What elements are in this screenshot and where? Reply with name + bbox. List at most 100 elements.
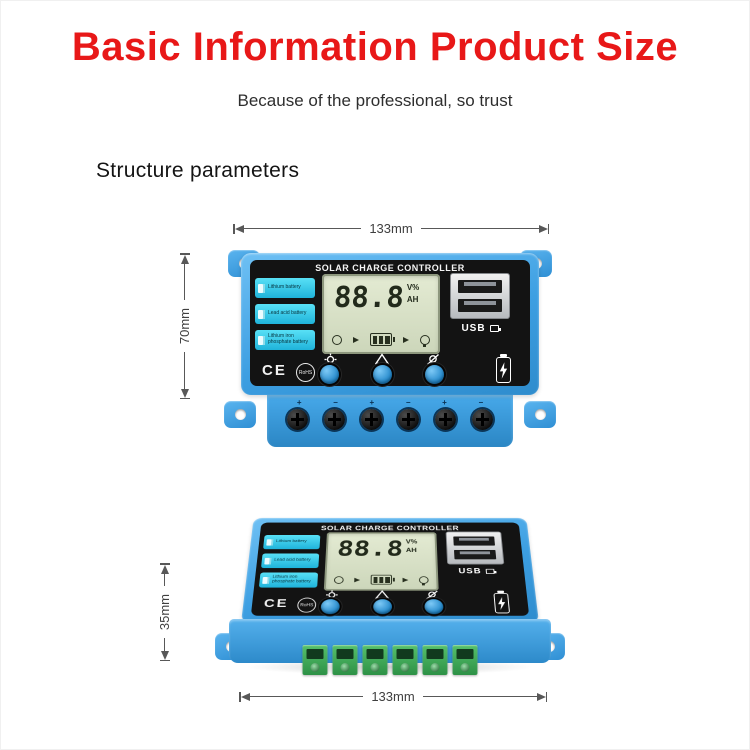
battery-level-icon bbox=[370, 574, 392, 585]
arrow-icon bbox=[354, 577, 361, 582]
terminal-block bbox=[422, 645, 448, 675]
battery-type-label: Lead acid battery bbox=[255, 304, 315, 324]
controller-body: SOLAR CHARGE CONTROLLER Lithium battery … bbox=[241, 253, 539, 395]
light-control-icon bbox=[427, 354, 439, 365]
dimension-line bbox=[249, 696, 364, 697]
section-heading: Structure parameters bbox=[96, 159, 300, 182]
lcd-unit-volts: V% bbox=[405, 538, 418, 545]
light-button bbox=[424, 599, 444, 615]
terminal-screws bbox=[267, 407, 513, 430]
menu-button bbox=[372, 599, 392, 615]
ce-mark: CE bbox=[262, 362, 287, 379]
control-buttons bbox=[320, 599, 444, 615]
dimension-label: 133mm bbox=[371, 689, 415, 704]
lightning-icon bbox=[497, 596, 506, 610]
usb-plug-icon bbox=[485, 568, 495, 575]
dimension-line bbox=[164, 638, 165, 651]
menu-triangle-icon bbox=[374, 353, 389, 365]
mounting-ear bbox=[224, 401, 256, 428]
usb-text: USB bbox=[461, 323, 486, 334]
lamp-icon bbox=[418, 575, 429, 584]
arrow-icon bbox=[402, 577, 409, 582]
terminal-blocks bbox=[302, 645, 478, 675]
terminal-mark: + bbox=[296, 398, 302, 407]
arrow-right-icon bbox=[538, 224, 548, 233]
battery-charge-icon bbox=[493, 593, 511, 614]
device-title: SOLAR CHARGE CONTROLLER bbox=[320, 524, 460, 532]
terminal-screw bbox=[435, 409, 456, 430]
battery-type-text: Lithium battery bbox=[275, 539, 307, 544]
usb-label: USB bbox=[450, 323, 510, 334]
arrow-down-icon bbox=[160, 650, 169, 660]
device-title: SOLAR CHARGE CONTROLLER bbox=[315, 263, 465, 273]
usb-tongue bbox=[459, 551, 491, 555]
terminal-block bbox=[392, 645, 418, 675]
mounting-ear bbox=[524, 401, 556, 428]
front-panel: SOLAR CHARGE CONTROLLER Lithium battery … bbox=[250, 260, 530, 386]
terminal-mark: − bbox=[405, 398, 411, 407]
dimension-line bbox=[422, 696, 537, 697]
lcd-units: V% AH bbox=[407, 283, 419, 304]
battery-type-label: Lithium battery bbox=[263, 535, 321, 550]
screw-hole bbox=[234, 409, 246, 420]
sun-icon bbox=[333, 575, 344, 584]
controller-perspective-view: SOLAR CHARGE CONTROLLER Lithium battery … bbox=[215, 481, 565, 681]
lcd-units: V% AH bbox=[406, 539, 418, 554]
battery-type-label: Lithium iron phosphate battery bbox=[258, 572, 319, 588]
tilted-front-panel: SOLAR CHARGE CONTROLLER Lithium battery … bbox=[241, 517, 539, 623]
lcd-status-icons bbox=[332, 333, 430, 347]
arrow-left-icon bbox=[240, 692, 250, 701]
menu-button bbox=[372, 365, 392, 384]
usb-port bbox=[453, 549, 497, 560]
dimension-tick bbox=[179, 253, 190, 255]
dimension-tick bbox=[545, 691, 548, 702]
rohs-mark: RoHS bbox=[296, 363, 315, 382]
sun-icon bbox=[332, 334, 342, 345]
usb-plug-icon bbox=[489, 325, 501, 332]
dimension-label: 133mm bbox=[369, 221, 413, 236]
controller-body: SOLAR CHARGE CONTROLLER Lithium battery … bbox=[241, 517, 539, 623]
screw-hole bbox=[534, 409, 546, 420]
usb-tongue bbox=[458, 537, 489, 541]
battery-type-text: Lead acid battery bbox=[268, 310, 307, 317]
lcd-unit-amps: AH bbox=[405, 547, 417, 554]
lcd-value: 88.8 bbox=[335, 536, 405, 561]
battery-charge-icon bbox=[496, 354, 511, 383]
terminal-mark: + bbox=[369, 398, 375, 407]
terminal-block bbox=[302, 645, 328, 675]
terminal-mark: − bbox=[478, 398, 484, 407]
dimension-line bbox=[243, 228, 362, 229]
lcd-unit-amps: AH bbox=[406, 295, 419, 304]
ce-mark: CE bbox=[263, 596, 290, 611]
battery-type-text: Lead acid battery bbox=[273, 557, 311, 563]
arrow-up-icon bbox=[180, 254, 189, 264]
dimension-line bbox=[420, 228, 539, 229]
lamp-icon bbox=[420, 334, 430, 347]
dimension-top-width: 133mm bbox=[233, 221, 550, 236]
lcd-readout: 88.8 V% AH bbox=[332, 280, 419, 314]
dimension-tick bbox=[159, 659, 170, 661]
battery-type-icon bbox=[266, 538, 274, 546]
usb-port bbox=[458, 280, 502, 293]
battery-type-icon bbox=[262, 576, 270, 584]
settings-icon bbox=[324, 353, 337, 366]
lcd-value: 88.8 bbox=[332, 280, 406, 314]
dimension-tick bbox=[239, 691, 241, 702]
terminal-marks: + − + − + − bbox=[267, 395, 513, 407]
battery-type-icon bbox=[258, 283, 265, 293]
arrow-left-icon bbox=[234, 224, 244, 233]
battery-type-text: Lithium iron phosphate battery bbox=[271, 574, 311, 584]
battery-type-icon bbox=[258, 335, 265, 345]
arrow-up-icon bbox=[160, 564, 169, 574]
arrow-down-icon bbox=[180, 388, 189, 398]
terminal-mark: − bbox=[333, 398, 338, 407]
front-panel: SOLAR CHARGE CONTROLLER Lithium battery … bbox=[250, 522, 530, 616]
arrow-icon bbox=[353, 336, 359, 343]
usb-ports bbox=[450, 273, 510, 319]
usb-label: USB bbox=[447, 567, 505, 576]
battery-type-text: Lithium battery bbox=[268, 284, 301, 291]
battery-type-label: Lithium battery bbox=[255, 278, 315, 298]
menu-triangle-icon bbox=[375, 590, 389, 599]
terminal-screw bbox=[287, 409, 308, 430]
